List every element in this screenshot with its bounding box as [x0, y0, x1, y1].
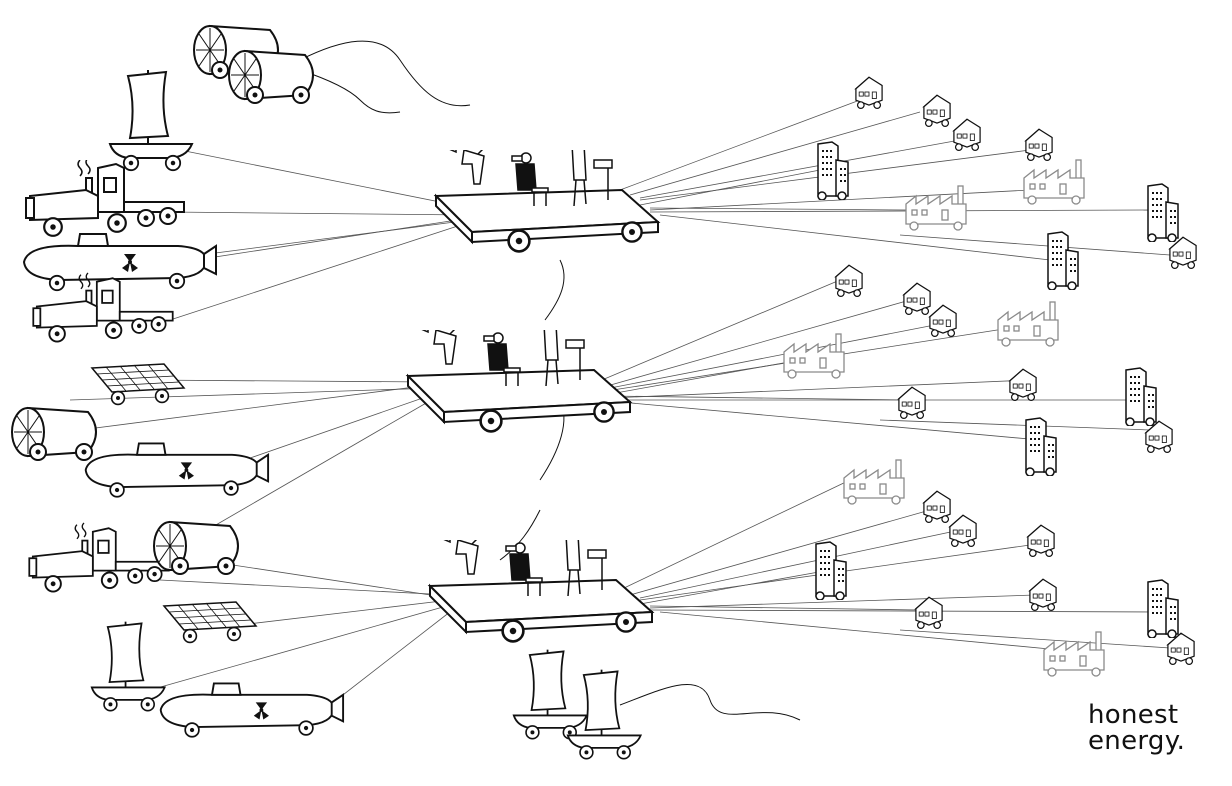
wind-turbine-icon — [154, 522, 238, 574]
house-icon — [949, 514, 977, 548]
office-building-icon — [1147, 183, 1179, 242]
power-lines — [69, 99, 1171, 706]
brand-logo: honest energy. — [1088, 702, 1185, 754]
house-icon — [855, 76, 883, 110]
house-icon — [903, 282, 931, 316]
sailboat-icon — [514, 650, 587, 739]
operator-platform-icon — [408, 313, 630, 431]
office-building-icon — [1147, 579, 1179, 638]
house-icon — [1009, 368, 1037, 402]
office-building-icon — [1125, 367, 1157, 426]
factory-icon — [1023, 159, 1085, 205]
sailboat-icon — [568, 670, 641, 759]
truck-icon — [26, 158, 184, 236]
house-icon — [923, 94, 951, 128]
wind-turbine-icon — [229, 51, 313, 103]
office-building-icon — [817, 141, 849, 200]
logo-line-1: honest — [1088, 700, 1179, 730]
factory-icon — [905, 185, 967, 231]
house-icon — [835, 264, 863, 298]
house-icon — [953, 118, 981, 152]
truck-icon — [29, 523, 168, 592]
logo-line-2: energy. — [1088, 726, 1186, 756]
house-icon — [1027, 524, 1055, 558]
house-icon — [915, 596, 943, 630]
solar-panel-icon — [164, 602, 256, 642]
solar-panel-icon — [92, 364, 184, 404]
factory-icon — [1043, 631, 1105, 677]
house-icon — [923, 490, 951, 524]
house-icon — [898, 386, 926, 420]
factory-icon — [997, 301, 1059, 347]
trails — [299, 40, 801, 721]
sailboat-icon — [92, 622, 165, 711]
house-icon — [929, 304, 957, 338]
operator-platform-icon — [430, 523, 652, 641]
platforms — [408, 133, 658, 641]
submarine-icon — [161, 683, 343, 736]
office-building-icon — [1047, 231, 1079, 290]
sailboat-icon — [110, 70, 192, 170]
factory-icon — [783, 333, 845, 379]
office-building-icon — [815, 541, 847, 600]
operator-platform-icon — [436, 133, 658, 251]
submarine-icon — [86, 443, 268, 496]
house-icon — [1025, 128, 1053, 162]
factory-icon — [843, 459, 905, 505]
wind-turbine-icon — [12, 408, 96, 460]
house-icon — [1029, 578, 1057, 612]
consumers — [783, 76, 1197, 677]
